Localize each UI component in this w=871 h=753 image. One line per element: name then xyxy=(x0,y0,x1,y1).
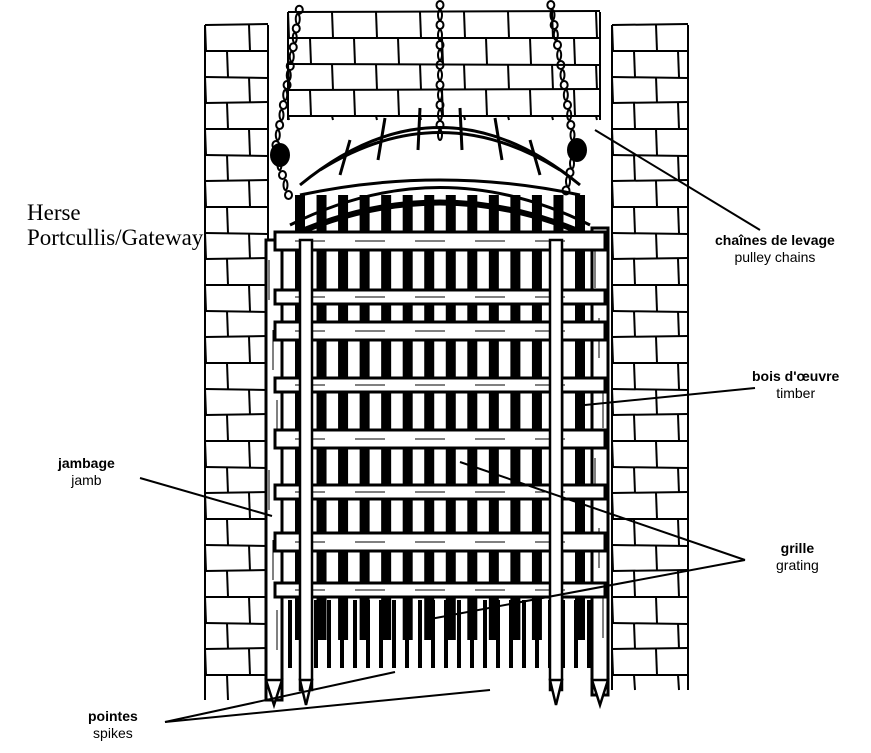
label-grating-en: grating xyxy=(776,557,819,573)
label-chains-fr: chaînes de levage xyxy=(715,232,835,248)
label-jamb-fr: jambage xyxy=(58,455,115,471)
grating-bar xyxy=(316,195,327,640)
leader-spikes-2 xyxy=(164,689,491,723)
grating-bar xyxy=(359,195,370,640)
spike xyxy=(590,678,610,710)
label-spikes: pointes spikes xyxy=(88,708,138,742)
portcullis-gate xyxy=(264,178,610,710)
timber-post xyxy=(298,238,314,692)
spike xyxy=(548,678,564,706)
grating-bar xyxy=(575,195,585,640)
grating-bar xyxy=(402,195,413,640)
label-spikes-en: spikes xyxy=(93,725,133,741)
label-grating: grille grating xyxy=(776,540,819,574)
grating-bar xyxy=(338,195,349,640)
label-jamb-en: jamb xyxy=(71,472,102,488)
grating-bar xyxy=(531,195,542,640)
grating-bar xyxy=(424,195,435,640)
label-timber-en: timber xyxy=(776,385,816,401)
leader-spikes-1 xyxy=(164,671,396,723)
grating-bar xyxy=(467,195,478,640)
label-grating-fr: grille xyxy=(780,540,815,556)
leader-timber xyxy=(584,387,756,406)
leader-chains xyxy=(594,129,761,231)
leader-grating-2 xyxy=(424,559,746,621)
pulleys xyxy=(270,138,587,167)
leader-lines xyxy=(139,129,761,723)
leader-jamb xyxy=(139,477,273,517)
label-jamb: jambage jamb xyxy=(58,455,115,489)
spike xyxy=(264,678,284,710)
grating-bar xyxy=(381,195,392,640)
label-chains: chaînes de levage pulley chains xyxy=(715,232,835,266)
grating-bar xyxy=(488,195,499,640)
label-timber-fr: bois d'œuvre xyxy=(752,368,840,384)
leader-grating-1 xyxy=(459,461,746,561)
label-chains-en: pulley chains xyxy=(734,249,816,265)
title-line-1: Herse xyxy=(27,200,81,225)
grating-bar xyxy=(445,195,456,640)
stone-arch xyxy=(299,107,581,187)
label-spikes-fr: pointes xyxy=(88,708,138,724)
label-timber: bois d'œuvre timber xyxy=(752,368,839,402)
diagram-title: Herse Portcullis/Gateway xyxy=(27,200,203,250)
grating-bar xyxy=(510,195,521,640)
timber-post xyxy=(548,238,564,692)
title-line-2: Portcullis/Gateway xyxy=(27,225,204,250)
stone-wall xyxy=(204,10,689,701)
jamb-left xyxy=(264,238,284,702)
